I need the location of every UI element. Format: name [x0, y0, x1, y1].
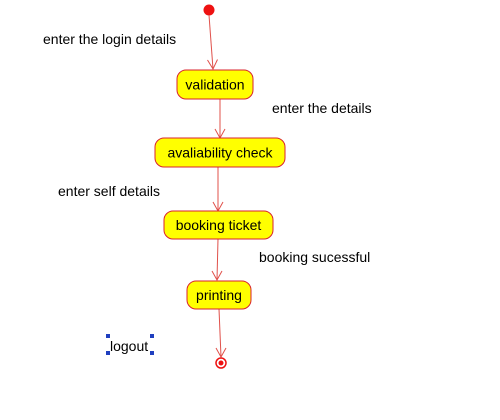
- selection-handle[interactable]: [106, 351, 110, 355]
- selection-handle[interactable]: [150, 351, 154, 355]
- state-validation-label: validation: [185, 77, 244, 93]
- state-printing-label: printing: [196, 287, 242, 303]
- state-availability-check-label: avaliability check: [167, 145, 273, 161]
- state-booking-ticket-label: booking ticket: [176, 217, 262, 233]
- logout-label-selection[interactable]: logout: [106, 334, 154, 355]
- logout-label[interactable]: logout: [110, 338, 148, 354]
- start-node-icon[interactable]: [203, 4, 215, 16]
- state-booking-ticket[interactable]: booking ticket: [163, 210, 274, 240]
- flow-label-self: enter self details: [58, 183, 160, 199]
- state-availability-check[interactable]: avaliability check: [154, 137, 286, 168]
- transition-validation-availability[interactable]: [214, 99, 226, 140]
- selection-handle[interactable]: [106, 334, 110, 338]
- end-node-icon[interactable]: [215, 357, 227, 369]
- state-validation[interactable]: validation: [176, 69, 254, 100]
- selection-handle[interactable]: [150, 334, 154, 338]
- state-printing[interactable]: printing: [186, 280, 252, 310]
- transition-start-validation[interactable]: [207, 14, 218, 71]
- flow-label-success: booking sucessful: [259, 249, 370, 265]
- transition-booking-printing[interactable]: [211, 238, 223, 282]
- transition-availability-booking[interactable]: [212, 167, 224, 213]
- transition-printing-end[interactable]: [215, 308, 227, 359]
- flow-label-details: enter the details: [272, 100, 372, 116]
- flow-label-login: enter the login details: [43, 31, 176, 47]
